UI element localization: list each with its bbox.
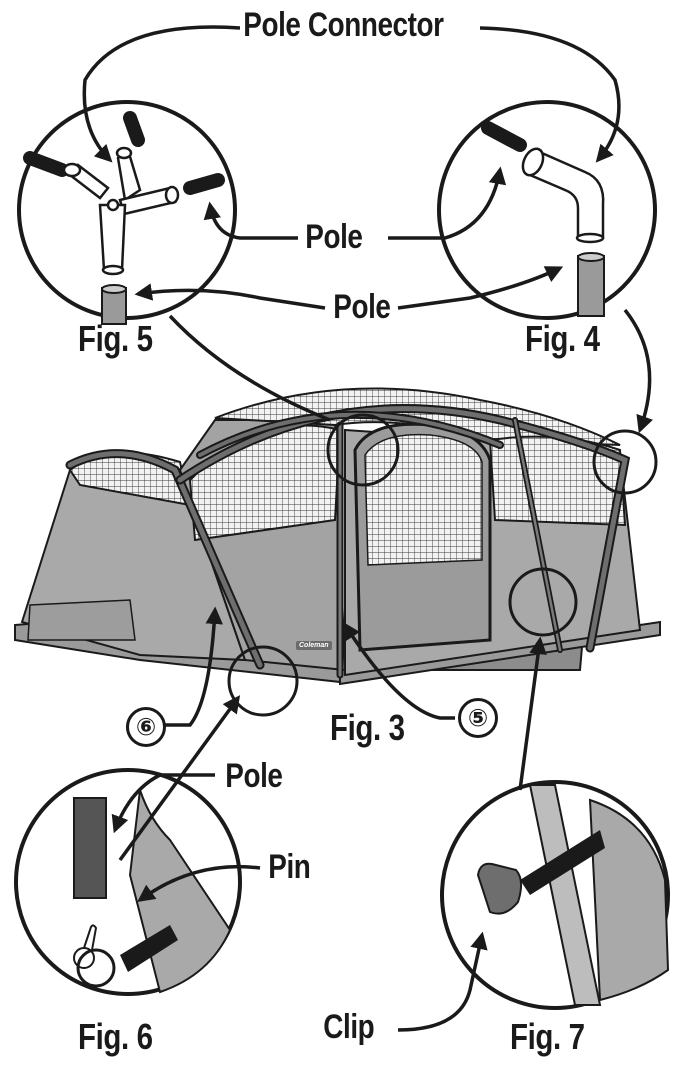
fig7-pole [528,784,602,1006]
fig3-caption: Fig. 3 [330,707,405,748]
fig4-caption: Fig. 4 [525,318,600,359]
fig4-detail-circle [592,429,658,495]
pin-ring [76,948,116,988]
elbow-connector [521,147,605,244]
left-window-flap [27,599,136,641]
pin-label: Pin [265,848,314,887]
fig7-detail-circle [508,567,578,637]
fig7-caption: Fig. 7 [510,1016,585,1057]
fig5-detail [17,100,237,325]
clip-shape [476,862,522,915]
pole-connector-label: Pole Connector [240,6,447,45]
pole-label-lower: Pole [330,288,394,327]
fig6-detail-circle [227,645,299,717]
door-mesh [364,433,483,566]
fig4-pole-bottom [577,255,605,317]
tent-poles [65,404,631,679]
fig6-pole [73,797,107,899]
leader-lines [82,25,653,1032]
fig4-detail [437,100,657,320]
pole-label-upper: Pole [302,218,366,257]
callout-6: ⑥ [126,707,166,747]
tent-body [14,387,661,686]
detail-highlight-circles [227,413,658,717]
pole-connector-hub [62,146,180,276]
clip-label: Clip [320,1008,378,1047]
pin [83,924,98,951]
fig6-detail [14,768,242,996]
fig5-detail-circle [326,413,400,487]
fig6-caption: Fig. 6 [78,1016,153,1057]
fig7-detail [440,780,670,1010]
coleman-logo: Coleman [296,641,332,650]
pole-label-fig6: Pole [222,757,286,796]
fig5-caption: Fig. 5 [78,318,153,359]
callout-5: ⑤ [458,698,498,738]
fig4-magnifier [437,100,657,320]
